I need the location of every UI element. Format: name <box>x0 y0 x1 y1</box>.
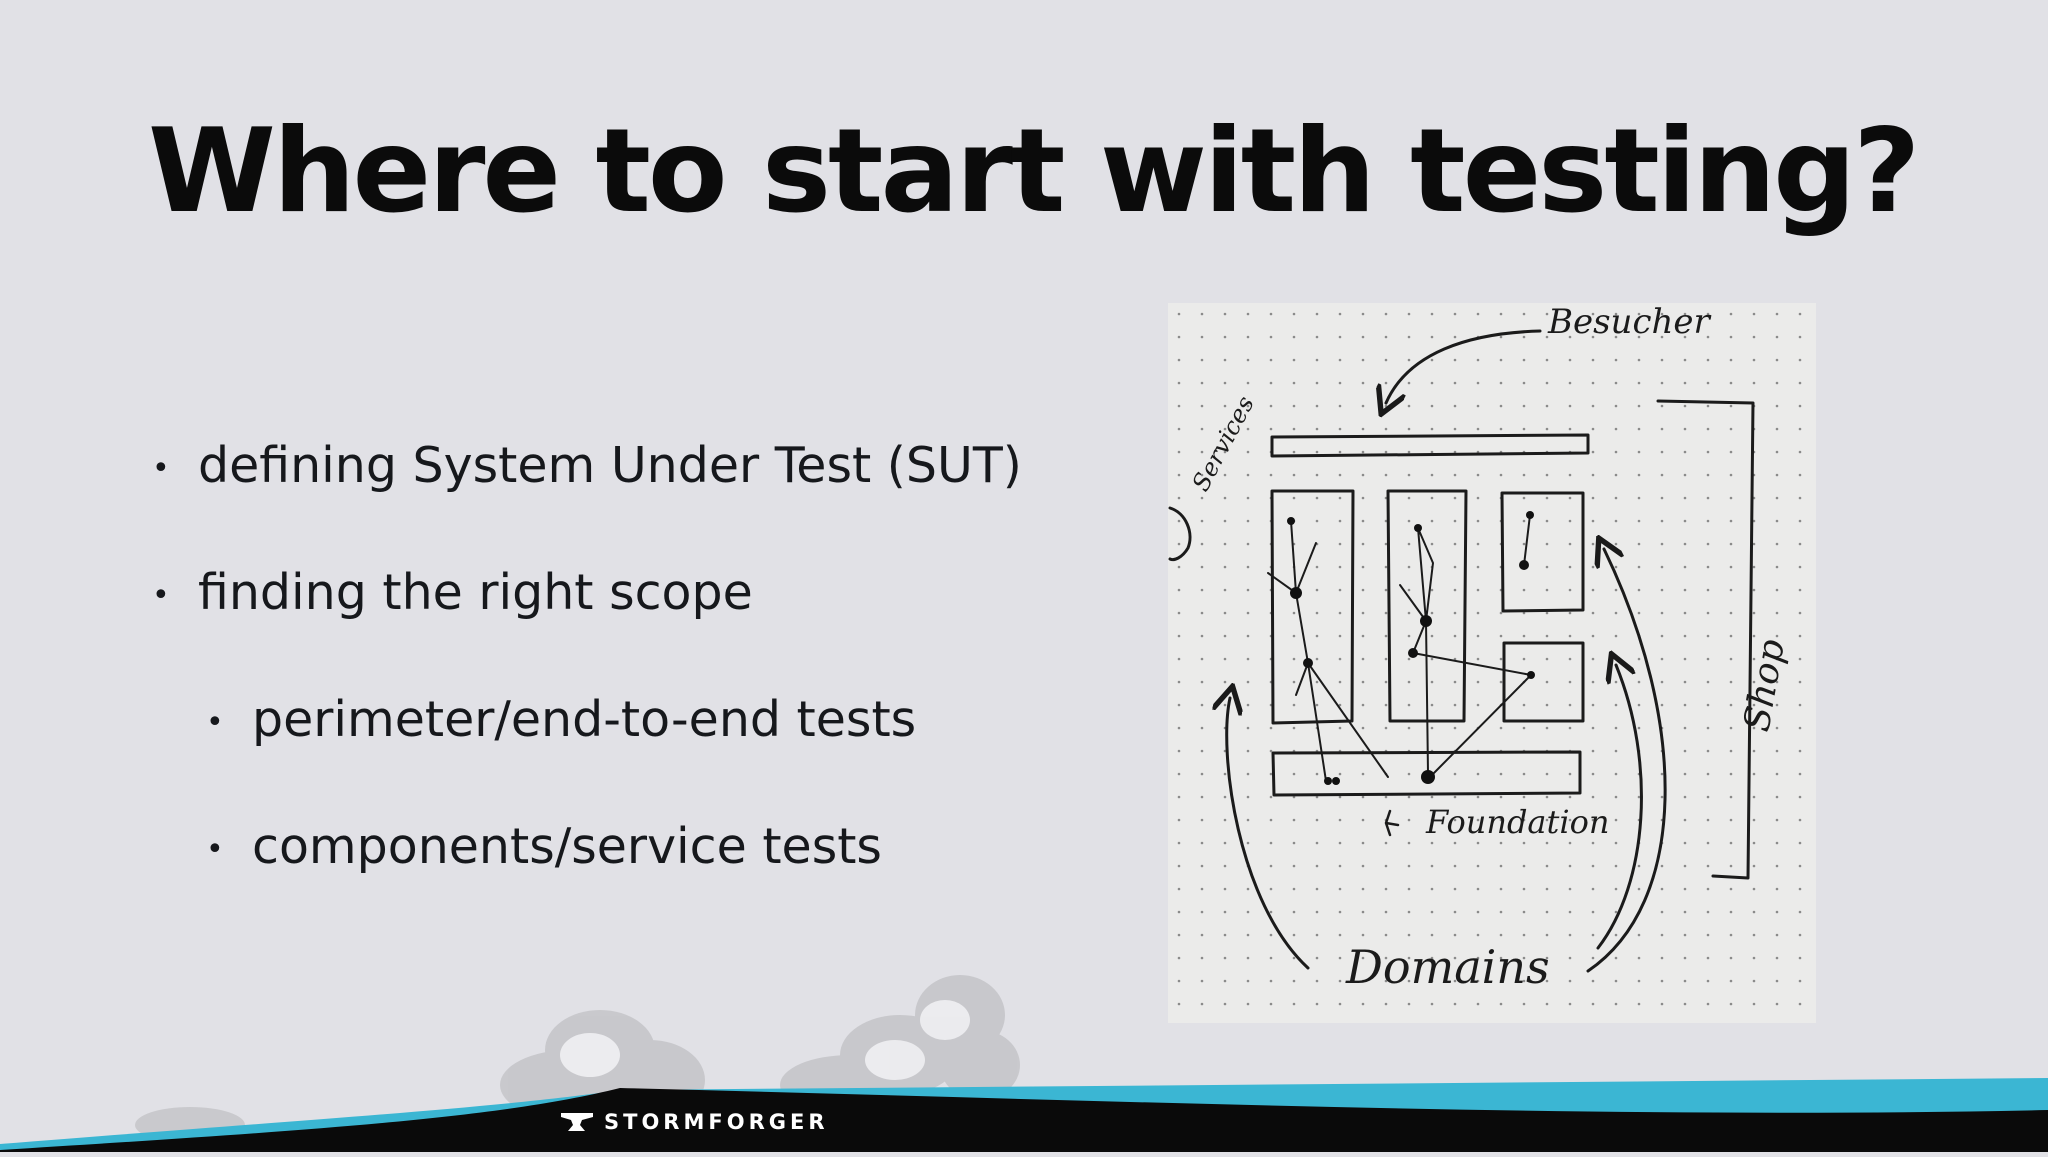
foundation-bar <box>1271 750 1582 797</box>
service-box-1 <box>1270 489 1355 725</box>
domain-arrow-right-outer <box>1586 549 1667 973</box>
slide-title: Where to start with testing? <box>148 104 1920 239</box>
bullet-item: • finding the right scope <box>152 564 753 621</box>
bullet-text: defining System Under Test (SUT) <box>198 437 1022 494</box>
sub-bullet-item: • perimeter/end-to-end tests <box>206 691 917 748</box>
bullet-text: finding the right scope <box>198 564 753 621</box>
footer-graphic <box>0 975 2048 1152</box>
architecture-sketch-photo: Besucher Services Shop Foundation Domain… <box>1168 303 1816 1023</box>
stormforger-logo: STORMFORGER <box>560 1110 829 1134</box>
sketch-label-foundation: Foundation <box>1425 803 1609 841</box>
footer-band <box>0 1088 2048 1152</box>
shop-bracket <box>1656 399 1755 880</box>
visitor-arrow <box>1386 329 1542 403</box>
bullet-dot-icon: • <box>152 451 170 486</box>
sub-bullet-item: • components/service tests <box>206 818 882 875</box>
bullet-item: • defining System Under Test (SUT) <box>152 437 1022 494</box>
bullet-dot-icon: • <box>152 578 170 613</box>
dot-grid-paper <box>1168 303 1816 1023</box>
sketch-label-visitor: Besucher <box>1547 303 1712 342</box>
brand-name: STORMFORGER <box>604 1110 829 1134</box>
slide-footer <box>0 960 2048 1152</box>
anvil-icon <box>561 1113 593 1131</box>
bullet-text: perimeter/end-to-end tests <box>252 691 917 748</box>
domain-arrow-right-inner <box>1596 665 1643 950</box>
hand-drawn-sketch: Besucher Services Shop Foundation Domain… <box>1168 303 1816 1023</box>
visitor-bar <box>1270 433 1590 458</box>
service-box-3 <box>1500 491 1585 613</box>
bullet-dot-icon: • <box>206 705 224 740</box>
bullet-text: components/service tests <box>252 818 882 875</box>
service-box-4 <box>1502 641 1585 723</box>
bullet-dot-icon: • <box>206 832 224 867</box>
service-box-2 <box>1386 489 1468 723</box>
domain-arrow-left <box>1227 698 1310 970</box>
sketch-label-domains: Domains <box>1345 940 1550 994</box>
